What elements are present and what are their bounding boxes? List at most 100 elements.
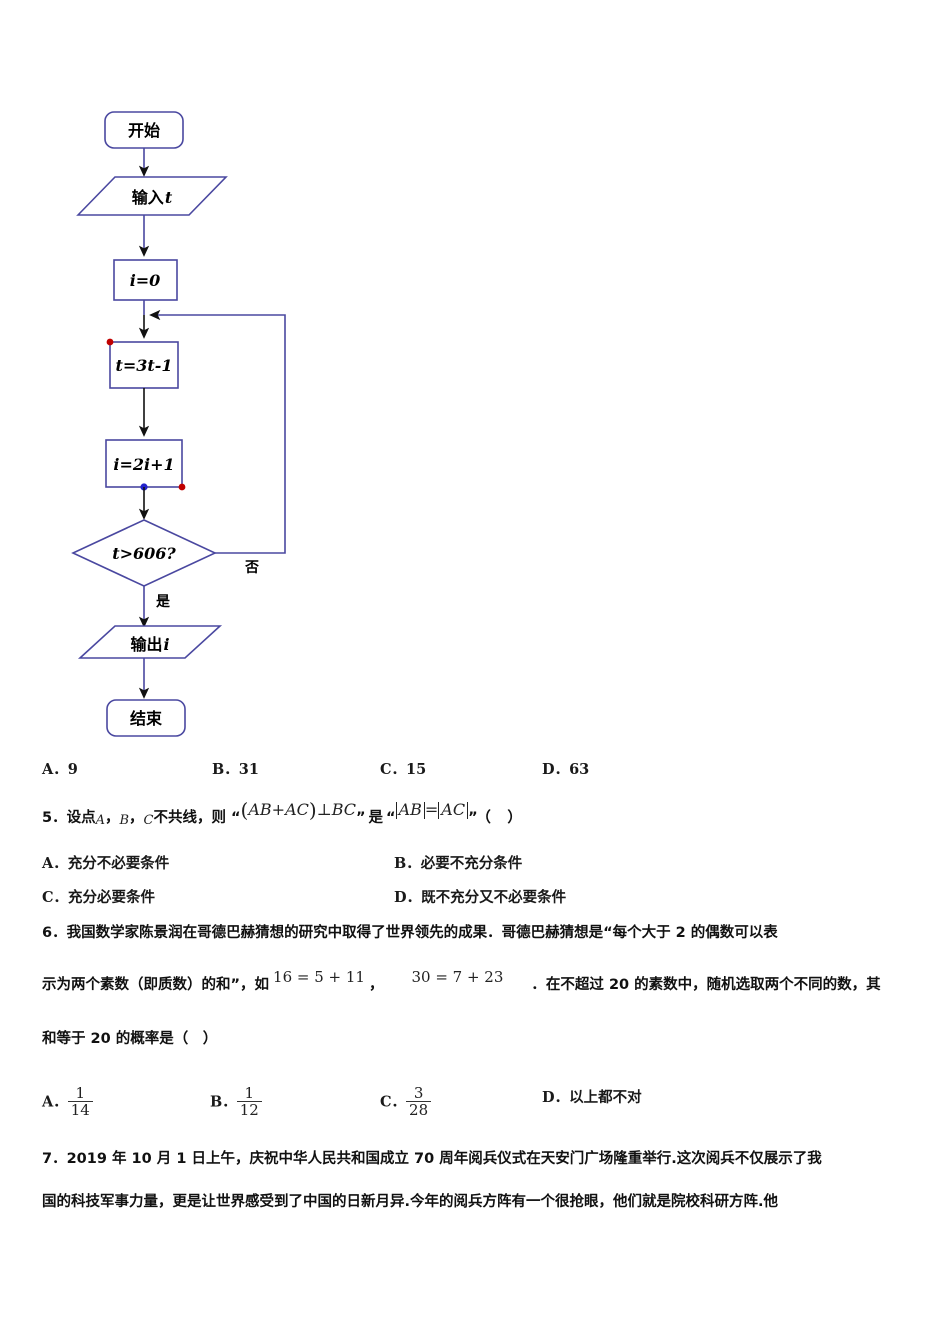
- q4-option-a[interactable]: A．9: [42, 758, 78, 779]
- q7-line-1-text: 2019 年 10 月 1 日上午，庆祝中华人民共和国成立 70 周年阅兵仪式在…: [66, 1151, 822, 1167]
- q5-answer-blank[interactable]: （ ）: [483, 810, 523, 826]
- flowchart-output-label: 输出i: [130, 635, 169, 654]
- q5-expr1-plus: +: [271, 800, 286, 819]
- q5-quote-open-1: “: [231, 810, 241, 826]
- q5-option-b-tag: B．: [394, 855, 421, 872]
- flowchart-node-decision: t>606?: [71, 519, 217, 587]
- q4-option-c-tag: C．: [380, 761, 407, 778]
- q5-expr1-perp: ⊥: [316, 800, 332, 819]
- flowchart-step-i-label: i=2i+1: [113, 455, 174, 474]
- q4-option-a-text: 9: [67, 761, 78, 778]
- q5-text-a: 设点: [66, 810, 96, 826]
- q6-option-d-tag: D．: [542, 1089, 570, 1106]
- q6-option-b-denominator: 12: [236, 1101, 262, 1118]
- flowchart-node-input: 输入t: [76, 176, 228, 216]
- q5-var-a: A: [95, 813, 105, 828]
- q5-option-a-text: 充分不必要条件: [67, 855, 170, 872]
- q5-option-d-tag: D．: [394, 889, 422, 906]
- flowchart-node-init: i=0: [113, 259, 178, 301]
- connector-loopback-no: [149, 309, 286, 554]
- q6-equation-2: 30 = 7 + 23: [411, 968, 504, 986]
- flowchart-step-t-label: t=3t-1: [115, 356, 172, 375]
- q4-option-a-tag: A．: [42, 761, 68, 778]
- q5-text-b: 不共线，则: [153, 810, 227, 826]
- q5-text-c: 是: [368, 810, 384, 826]
- q7-number: 7．: [42, 1151, 67, 1167]
- q5-option-b-text: 必要不充分条件: [420, 855, 523, 872]
- q5-expr2-ab: AB: [395, 801, 425, 819]
- flowchart-decision-label: t>606?: [112, 544, 176, 563]
- q5-options-row-2: C．充分必要条件 D．既不充分又不必要条件: [42, 886, 922, 914]
- q5-stem: 5．设点A，B，C不共线，则“(AB+AC)⊥BC”是“AB=AC”（ ）: [42, 798, 523, 828]
- q5-options-row-1: A．充分不必要条件 B．必要不充分条件: [42, 852, 922, 880]
- q6-option-a-numerator: 1: [75, 1084, 86, 1102]
- flowchart-node-start: 开始: [104, 111, 184, 149]
- q6-stem-line-1: 6．我国数学家陈景润在哥德巴赫猜想的研究中取得了世界领先的成果．哥德巴赫猜想是“…: [42, 921, 928, 942]
- q6-number: 6．: [42, 925, 67, 941]
- q6-line-2-text-b: ．在不超过 20 的素数中，随机选取两个不同的数，其: [531, 977, 881, 993]
- q5-quote-open-2: “: [386, 810, 396, 826]
- q7-stem-line-1: 7．2019 年 10 月 1 日上午，庆祝中华人民共和国成立 70 周年阅兵仪…: [42, 1147, 928, 1168]
- q4-option-c[interactable]: C．15: [380, 758, 426, 779]
- q5-option-d[interactable]: D．既不充分又不必要条件: [394, 886, 566, 907]
- q5-expr2-ac: AC: [438, 801, 469, 819]
- q6-option-a-denominator: 14: [67, 1101, 93, 1118]
- q5-expr1-ab: AB: [248, 800, 272, 819]
- q4-options-row: A．9 B．31 C．15 D．63: [42, 758, 922, 786]
- q5-expr1-bc: BC: [331, 800, 357, 819]
- q5-option-a[interactable]: A．充分不必要条件: [42, 852, 169, 873]
- q4-option-b-text: 31: [238, 761, 259, 778]
- q6-option-d-text: 以上都不对: [569, 1089, 642, 1106]
- q4-option-b-tag: B．: [212, 761, 239, 778]
- q6-equation-1: 16 = 5 + 11: [273, 968, 365, 986]
- q5-expr1-lparen: (: [240, 798, 249, 822]
- q6-option-a-tag: A．: [42, 1093, 68, 1111]
- q6-line-1-text: 我国数学家陈景润在哥德巴赫猜想的研究中取得了世界领先的成果．哥德巴赫猜想是“每个…: [66, 925, 778, 941]
- q5-expr1-ac: AC: [285, 800, 309, 819]
- q5-number: 5．: [42, 810, 67, 826]
- q4-option-d-text: 63: [569, 761, 590, 778]
- q5-option-c[interactable]: C．充分必要条件: [42, 886, 155, 907]
- q4-option-d-tag: D．: [542, 761, 570, 778]
- q6-line-2-comma: ，: [368, 977, 384, 993]
- flowchart-end-label: 结束: [129, 709, 163, 728]
- program-flowchart: 开始 输入t i=0 t: [40, 90, 380, 760]
- handle-dot-red-top-left: [106, 338, 114, 346]
- q5-comma-1: ，: [104, 810, 120, 826]
- q6-option-c-denominator: 28: [406, 1101, 432, 1118]
- q4-option-c-text: 15: [406, 761, 427, 778]
- q5-expr2-eq: =: [424, 800, 439, 819]
- q6-option-c-numerator: 3: [413, 1084, 424, 1102]
- q6-line-2-text-a: 示为两个素数（即质数）的和”，如: [42, 977, 270, 993]
- q5-quote-close-1: ”: [356, 810, 366, 826]
- q5-option-b[interactable]: B．必要不充分条件: [394, 852, 522, 873]
- q5-option-d-text: 既不充分又不必要条件: [421, 889, 567, 906]
- q6-option-d[interactable]: D．以上都不对: [542, 1086, 642, 1107]
- q4-option-d[interactable]: D．63: [542, 758, 589, 779]
- q6-option-c-tag: C．: [380, 1093, 407, 1111]
- q5-option-c-tag: C．: [42, 889, 69, 906]
- flowchart-input-label: 输入t: [132, 188, 173, 207]
- flowchart-start-label: 开始: [128, 121, 160, 140]
- q7-stem-line-2: 国的科技军事力量，更是让世界感受到了中国的日新月异.今年的阅兵方阵有一个很抢眼，…: [42, 1190, 928, 1211]
- q5-quote-close-2: ”: [468, 810, 478, 826]
- q5-comma-2: ，: [129, 810, 144, 826]
- q5-expr1-rparen: ): [308, 798, 317, 822]
- flowchart-branch-no-label: 否: [244, 560, 259, 576]
- q5-var-c: C: [143, 813, 154, 828]
- q5-expr-1: (AB+AC)⊥BC: [240, 798, 357, 822]
- q6-option-b-numerator: 1: [244, 1084, 255, 1102]
- flowchart-init-label: i=0: [130, 271, 161, 290]
- q4-option-b[interactable]: B．31: [212, 758, 259, 779]
- flowchart-node-output: 输出i: [77, 625, 223, 659]
- q6-line-3-text[interactable]: 和等于 20 的概率是（ ）: [42, 1031, 218, 1047]
